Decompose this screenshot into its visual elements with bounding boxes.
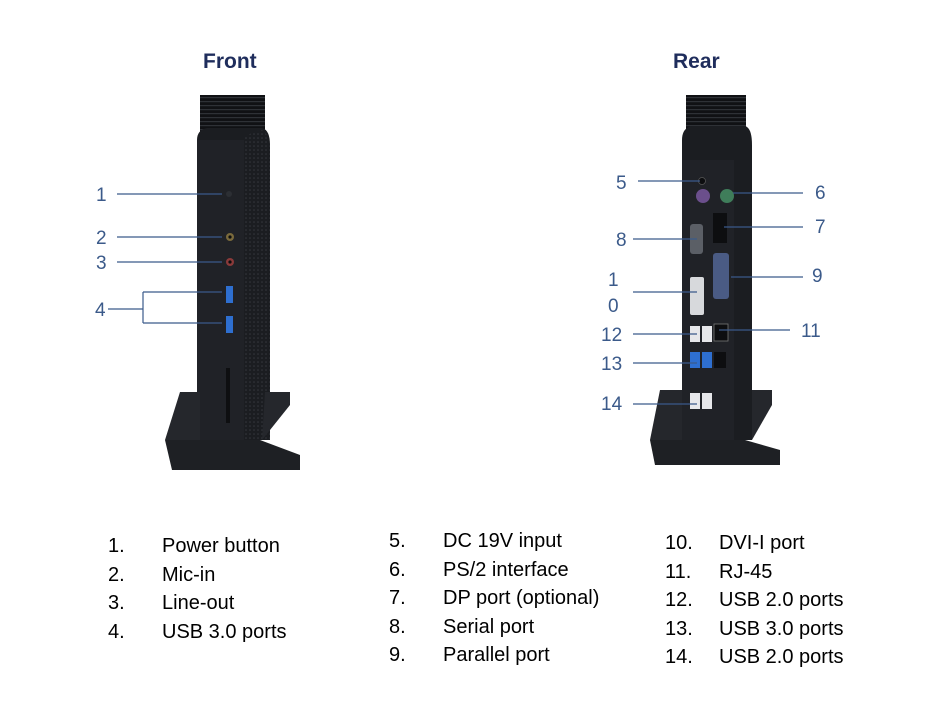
rear-leaders (633, 180, 803, 405)
legend-label: DC 19V input (443, 530, 562, 552)
legend-label: USB 3.0 ports (162, 620, 287, 643)
callout-4: 4 (95, 300, 106, 321)
legend-number: 9. (389, 644, 406, 667)
legend-label: DVI-I port (719, 532, 805, 554)
legend-label: Mic-in (162, 563, 216, 586)
callout-10-top: 1 (608, 270, 619, 291)
front-leaders (108, 193, 222, 324)
legend-label: Parallel port (443, 644, 550, 667)
callout-8: 8 (616, 230, 627, 251)
legend-number: 1. (108, 535, 125, 557)
legend-number: 4. (108, 620, 125, 643)
callout-9: 9 (812, 266, 823, 287)
ps2-green (720, 189, 734, 203)
legend-label: DP port (optional) (443, 587, 600, 610)
front-slot (226, 368, 230, 423)
callout-6: 6 (815, 183, 826, 204)
dvi-port (690, 277, 704, 315)
legend-number: 11. (665, 560, 692, 583)
rear-stand (650, 440, 780, 465)
ps2-purple (696, 189, 710, 203)
callout-5: 5 (616, 173, 627, 194)
legend-label: USB 3.0 ports (719, 617, 844, 640)
legend-number: 3. (108, 592, 125, 615)
callout-7: 7 (815, 217, 826, 238)
legend-label: Serial port (443, 615, 535, 638)
legend-number: 10. (665, 532, 693, 554)
legend-number: 7. (389, 587, 406, 610)
front-device (165, 95, 300, 470)
legend-label: Line-out (162, 592, 235, 615)
callout-12: 12 (601, 325, 622, 346)
front-stand (165, 440, 300, 470)
rj45-port (713, 323, 729, 342)
callout-11: 11 (801, 321, 821, 342)
usb30-a (690, 352, 700, 368)
parallel-port (713, 253, 729, 299)
callout-10-bottom: 0 (608, 296, 619, 317)
legend-label: RJ-45 (719, 560, 773, 583)
dp-port (713, 213, 727, 243)
front-usb-1 (226, 286, 233, 303)
legend-number: 13. (665, 617, 693, 640)
callout-13: 13 (601, 354, 622, 375)
power-button (226, 191, 232, 197)
callout-numbers: 1 2 3 4 5 6 7 8 9 1 0 11 12 13 14 (95, 173, 826, 415)
callout-1: 1 (96, 185, 107, 206)
legend-number: 5. (389, 530, 406, 552)
legend-label: USB 2.0 ports (719, 589, 844, 612)
legend-number: 6. (389, 558, 406, 581)
front-heading: Front (203, 50, 257, 73)
legend-number: 8. (389, 615, 406, 638)
legend-number: 2. (108, 563, 125, 586)
legend-label: Power button (162, 535, 280, 557)
callout-14: 14 (601, 394, 623, 415)
rear-heading: Rear (673, 50, 720, 73)
legend-label: PS/2 interface (443, 558, 569, 581)
legend-number: 14. (665, 646, 693, 669)
front-side-vent (242, 130, 270, 440)
rear-device (650, 95, 780, 465)
usb20-b (690, 393, 700, 409)
legend-number: 12. (665, 589, 693, 612)
callout-3: 3 (96, 253, 107, 274)
legend-label: USB 2.0 ports (719, 646, 844, 669)
front-face (197, 140, 244, 440)
front-usb-2 (226, 316, 233, 333)
callout-2: 2 (96, 228, 107, 249)
